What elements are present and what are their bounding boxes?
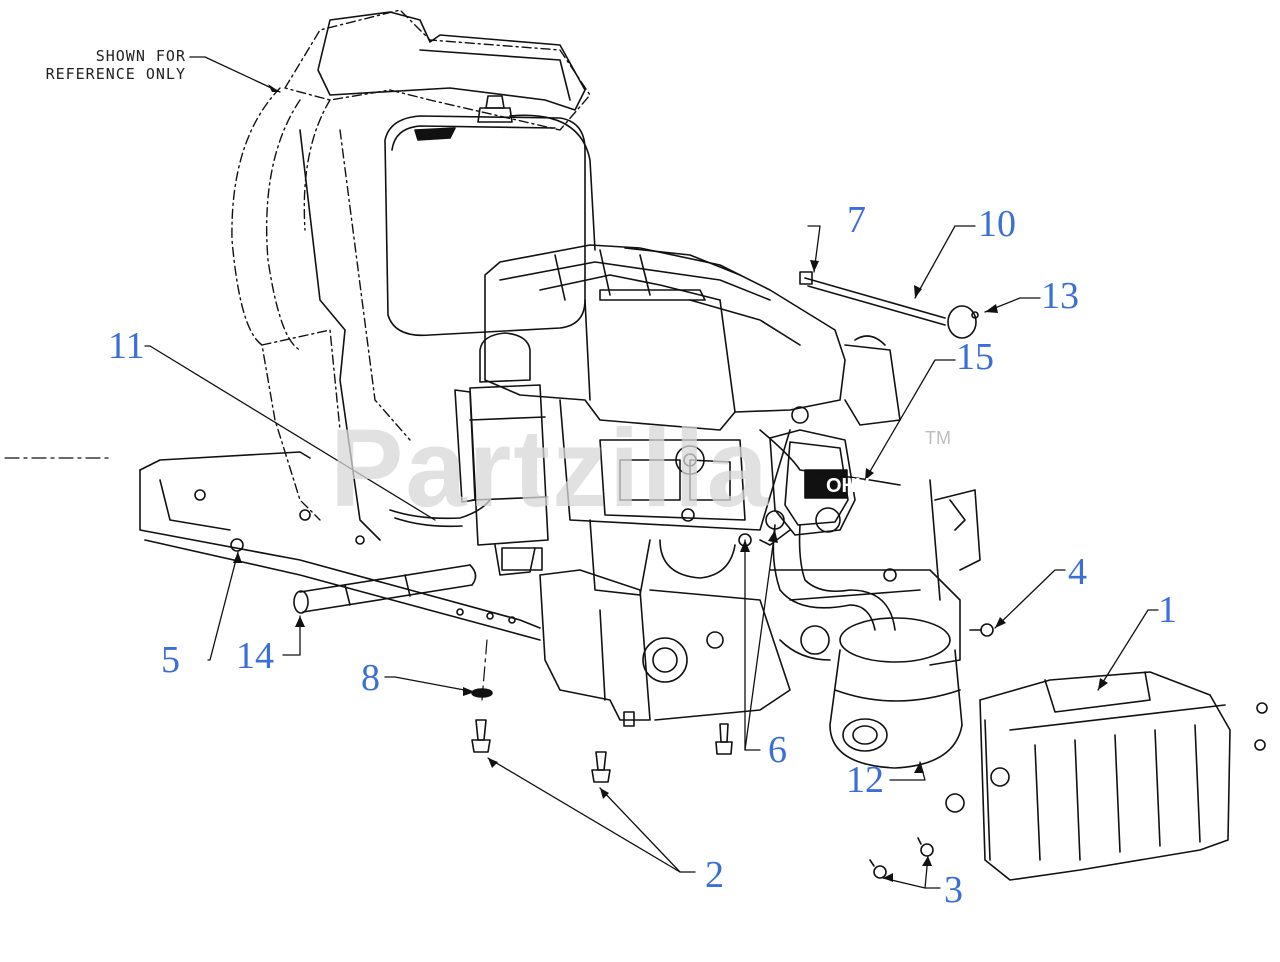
valve-cover-drawing xyxy=(769,429,856,536)
callout-12[interactable]: 12 xyxy=(846,759,884,801)
seat-reference-drawing xyxy=(231,9,591,521)
callout-5[interactable]: 5 xyxy=(161,639,180,681)
fuel-tank-drawing xyxy=(384,95,596,337)
arrow-heads xyxy=(233,84,1108,882)
watermark-trademark: TM xyxy=(925,428,951,448)
frame-drawing xyxy=(139,451,981,721)
callout-3[interactable]: 3 xyxy=(944,869,963,911)
callout-15[interactable]: 15 xyxy=(956,336,994,378)
callout-14[interactable]: 14 xyxy=(236,635,274,677)
callout-8[interactable]: 8 xyxy=(361,657,380,699)
callout-13[interactable]: 13 xyxy=(1041,275,1079,317)
engine-drawing xyxy=(484,244,901,596)
centerline xyxy=(4,457,488,701)
reference-note-line1: SHOWN FOR xyxy=(95,47,186,65)
hose-drawing xyxy=(389,499,491,528)
callout-2[interactable]: 2 xyxy=(705,854,724,896)
tube-drawing xyxy=(293,564,477,614)
exhaust-pipe-drawing xyxy=(759,507,896,631)
callout-11[interactable]: 11 xyxy=(108,325,145,367)
watermark: Partzilla xyxy=(330,407,770,530)
muffler-drawing xyxy=(829,617,963,769)
callout-7[interactable]: 7 xyxy=(847,199,866,241)
rod-drawing xyxy=(799,271,977,339)
dipstick-drawing xyxy=(759,429,901,486)
heat-shield-drawing xyxy=(945,671,1231,881)
callout-10[interactable]: 10 xyxy=(978,203,1016,245)
engine-ohv-label: OHV xyxy=(826,475,870,497)
starter-motor-drawing xyxy=(454,332,549,576)
callout-6[interactable]: 6 xyxy=(768,729,787,771)
callout-1[interactable]: 1 xyxy=(1158,589,1177,631)
callout-4[interactable]: 4 xyxy=(1068,551,1087,593)
reference-note: SHOWN FOR REFERENCE ONLY xyxy=(0,47,186,83)
fasteners-drawing xyxy=(230,311,1268,879)
reference-note-line2: REFERENCE ONLY xyxy=(45,65,186,83)
seat-drawing xyxy=(299,11,586,541)
